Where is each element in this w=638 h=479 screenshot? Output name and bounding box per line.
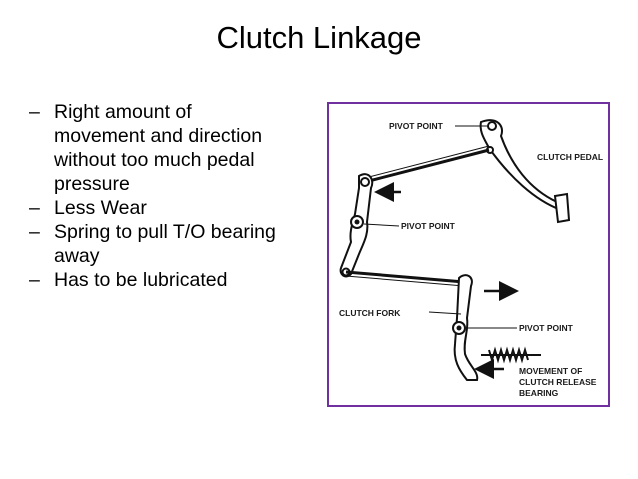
bullet-item: – Right amount of movement and direction… <box>22 100 322 196</box>
label-pivot-bottom: PIVOT POINT <box>519 323 574 333</box>
clutch-pedal-pad <box>553 192 571 224</box>
label-movement-line3: BEARING <box>519 388 559 398</box>
bullet-list: – Right amount of movement and direction… <box>22 100 322 292</box>
lower-rod <box>345 270 465 284</box>
upper-push-rod <box>364 148 490 184</box>
clutch-pedal-arm <box>479 119 564 212</box>
label-pivot-mid: PIVOT POINT <box>401 221 456 231</box>
bullet-item: – Has to be lubricated <box>22 268 322 292</box>
bullet-dash: – <box>29 221 40 243</box>
bullet-line: without too much pedal <box>54 149 255 171</box>
bullet-line: away <box>54 245 100 267</box>
bullet-item: – Spring to pull T/O bearing away <box>22 220 322 268</box>
diagram-canvas: PIVOT POINT CLUTCH PEDAL PIVOT POINT CLU… <box>339 119 603 398</box>
label-clutch-fork: CLUTCH FORK <box>339 308 401 318</box>
bullet-item: – Less Wear <box>22 196 322 220</box>
bullet-dash: – <box>29 269 40 291</box>
bullet-line: Less Wear <box>54 197 147 219</box>
bullet-line: movement and direction <box>54 125 263 147</box>
label-clutch-pedal: CLUTCH PEDAL <box>537 152 603 162</box>
bullet-dash: – <box>29 101 40 123</box>
release-spring <box>488 346 529 364</box>
bullet-line: Spring to pull T/O bearing <box>54 221 276 243</box>
bullet-line: Right amount of <box>54 101 192 123</box>
slide-title: Clutch Linkage <box>216 20 422 55</box>
clutch-linkage-diagram: PIVOT POINT CLUTCH PEDAL PIVOT POINT CLU… <box>327 102 610 407</box>
label-movement-line2: CLUTCH RELEASE <box>519 377 597 387</box>
pivot-top-circle <box>487 121 497 131</box>
bullet-line: pressure <box>54 173 130 195</box>
label-pivot-top: PIVOT POINT <box>389 121 444 131</box>
lever-top-joint <box>360 177 370 187</box>
bullet-line: Has to be lubricated <box>54 269 228 291</box>
bullet-dash: – <box>29 197 40 219</box>
label-movement-line1: MOVEMENT OF <box>519 366 582 376</box>
